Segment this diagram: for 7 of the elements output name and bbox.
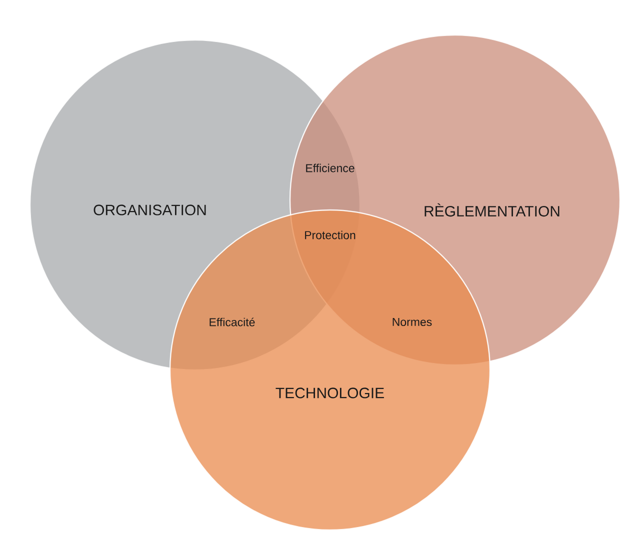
overlap-label: Protection <box>305 230 356 240</box>
circle-label: RÈGLEMENTATION <box>424 203 560 217</box>
circle-label: TECHNOLOGIE <box>276 388 384 398</box>
overlap-label: Efficience <box>306 164 354 172</box>
overlap-label: Normes <box>392 318 432 326</box>
circle-label: ORGANISATION <box>94 204 206 216</box>
overlap-label: Efficacité <box>210 318 255 326</box>
